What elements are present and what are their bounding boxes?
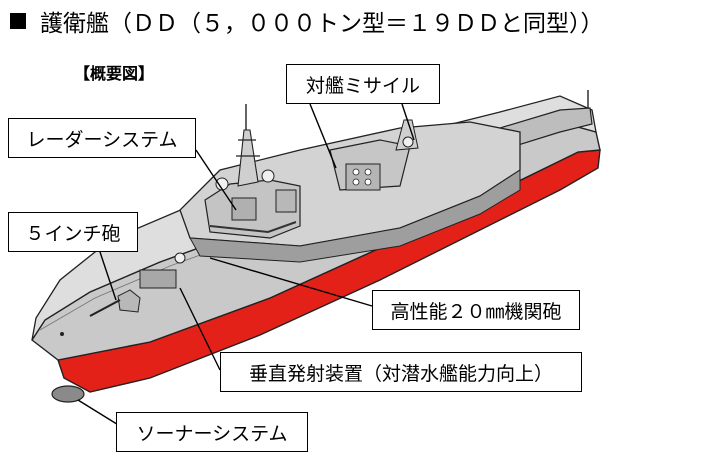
bridge-windows — [209, 221, 297, 234]
leader-sonar — [77, 399, 121, 427]
superstructure-shadow — [189, 169, 521, 263]
five-inch-gun-barrel — [89, 299, 121, 317]
missile-cell-3 — [352, 178, 360, 186]
missile-cell-4 — [364, 178, 372, 186]
callout-vertical-launch-system: 垂直発射装置（対潜水艦能力向上） — [220, 352, 582, 392]
leader-vls — [179, 287, 221, 371]
forward-mast — [237, 129, 259, 187]
missile-cell-1 — [352, 168, 360, 176]
callout-radar-system: レーダーシステム — [8, 118, 196, 158]
leader-missile-aft — [401, 103, 415, 141]
callout-sonar-system: ソーナーシステム — [116, 412, 308, 452]
diagram-subtitle: 【概要図】 — [74, 64, 155, 83]
callout-anti-ship-missile: 対艦ミサイル — [286, 64, 440, 104]
five-inch-gun-turret — [117, 289, 141, 313]
ciws-mount — [174, 252, 186, 264]
radar-dome-right — [261, 169, 275, 183]
leader-missile — [309, 103, 337, 169]
leader-ciws — [209, 257, 373, 307]
callout-20mm-ciws: 高性能２０㎜機関砲 — [372, 290, 580, 330]
leader-radar — [195, 149, 237, 211]
missile-launcher-box — [345, 163, 381, 191]
leader-gun — [99, 251, 117, 301]
callout-five-inch-gun: ５インチ砲 — [8, 212, 138, 252]
sonar-dome — [51, 385, 85, 403]
vls-block — [139, 269, 177, 289]
missile-cell-2 — [364, 168, 372, 176]
anchor-port — [60, 332, 64, 336]
title-square-icon — [10, 13, 26, 29]
page-title: 護衛艦（ＤＤ（５，０００トン型＝１９ＤＤと同型）） — [10, 4, 604, 38]
aft-radar-dome — [402, 136, 414, 148]
radar-array-side — [275, 189, 297, 213]
radar-array-front — [231, 197, 257, 221]
title-text: 護衛艦（ＤＤ（５，０００トン型＝１９ＤＤと同型）） — [40, 11, 604, 37]
